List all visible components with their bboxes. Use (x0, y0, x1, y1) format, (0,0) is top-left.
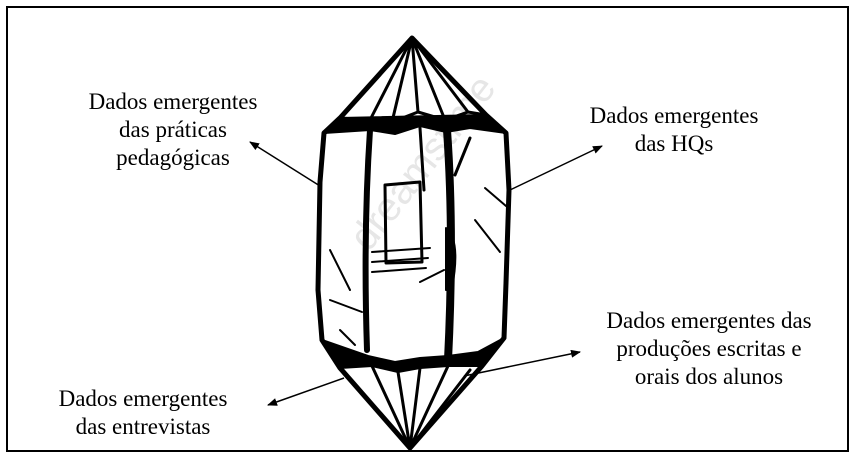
crystal (315, 35, 512, 451)
label-hqs: Dados emergentes das HQs (556, 102, 792, 158)
top-band (323, 114, 507, 135)
label-entrevistas: Dados emergentes das entrevistas (30, 385, 256, 441)
face-line-3 (418, 126, 426, 192)
facet-left-2 (329, 299, 363, 313)
label-line: pedagógicas (116, 145, 230, 170)
top-facet-lines (338, 36, 488, 124)
bottom-facet-lines (370, 364, 472, 450)
label-line: das entrevistas (75, 414, 211, 439)
facet-right-2 (484, 187, 507, 207)
arrow-producoes (463, 349, 581, 377)
streak-right (445, 227, 457, 291)
bottom-band (321, 337, 505, 373)
label-line: das HQs (634, 131, 714, 156)
label-line: produções escritas e (616, 336, 802, 361)
arrow-entrevistas (267, 377, 345, 406)
arrow-hqs (509, 145, 603, 191)
reflection-lines (371, 247, 445, 283)
facet-right-1 (474, 219, 501, 253)
label-line: orais dos alunos (634, 364, 784, 389)
label-praticas-pedagogicas: Dados emergentes das práticas pedagógica… (42, 88, 304, 172)
label-line: Dados emergentes (589, 103, 759, 128)
label-line: Dados emergentes (88, 89, 258, 114)
label-line: das práticas (119, 117, 227, 142)
label-line: Dados emergentes (58, 386, 228, 411)
facet-left-1 (329, 249, 351, 291)
label-producoes: Dados emergentes das produções escritas … (578, 307, 840, 391)
streak-right-2 (453, 136, 472, 177)
face-line-1 (362, 127, 373, 353)
reflection-box (383, 180, 424, 265)
arrow-praticas (249, 141, 321, 187)
facet-left-3 (339, 329, 356, 346)
label-line: Dados emergentes das (606, 308, 812, 333)
